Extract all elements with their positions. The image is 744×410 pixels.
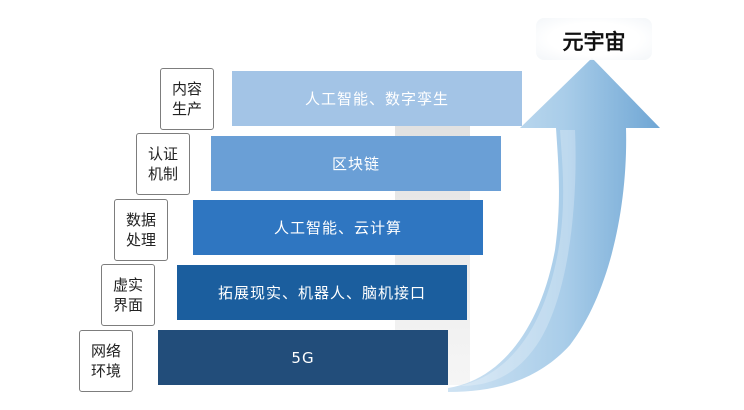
- arrow-highlight: [460, 130, 576, 386]
- layer-label-content: 内容生产: [160, 68, 214, 130]
- diagram-title: 元宇宙: [562, 30, 626, 54]
- layer-bar-text: 区块链: [331, 155, 380, 173]
- title-glow: [536, 18, 652, 60]
- layer-bar-text: 人工智能、云计算: [273, 219, 402, 237]
- layer-label-auth: 认证机制: [136, 133, 190, 195]
- arrow-body: [448, 58, 660, 392]
- layer-bar-text: 人工智能、数字孪生: [304, 90, 449, 108]
- layer-bar-text: 5G: [291, 348, 315, 367]
- layer-label-interface: 虚实界面: [101, 264, 155, 326]
- layer-bar-content: 人工智能、数字孪生: [232, 71, 522, 126]
- layer-label-data: 数据处理: [114, 199, 168, 261]
- layer-bar-interface: 拓展现实、机器人、脑机接口: [177, 265, 467, 320]
- layer-label-network: 网络环境: [79, 330, 133, 392]
- layer-bar-network: 5G: [158, 330, 448, 385]
- layer-bar-data: 人工智能、云计算: [193, 200, 483, 255]
- layer-bar-text: 拓展现实、机器人、脑机接口: [217, 284, 426, 302]
- layer-bar-auth: 区块链: [211, 136, 501, 191]
